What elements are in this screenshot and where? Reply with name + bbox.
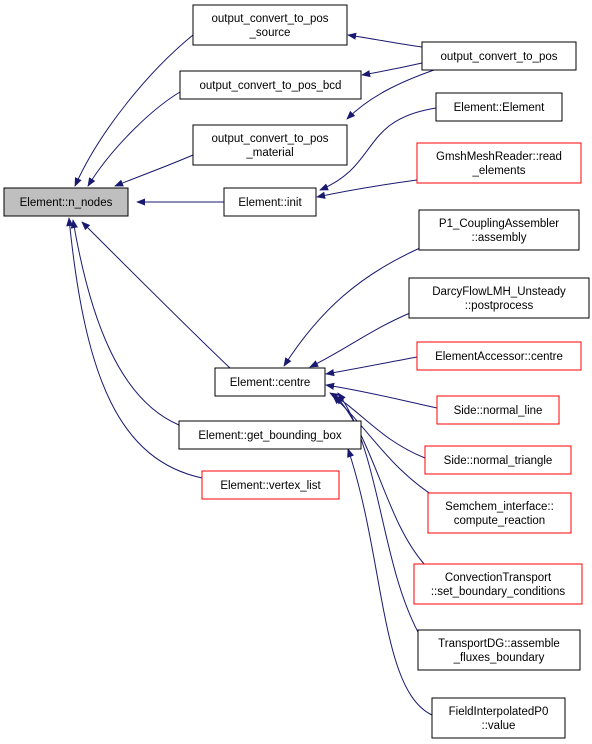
node-label-semchem-1: compute_reaction — [454, 515, 545, 527]
edge-eelem-to-einit — [319, 107, 437, 191]
edge-tdg-to-ecentre — [337, 392, 419, 633]
node-snl[interactable]: Side::normal_line — [436, 395, 560, 425]
node-label-ocps-1: _source — [249, 27, 291, 39]
node-label-p1-0: P1_CouplingAssembler — [439, 218, 559, 230]
node-snt[interactable]: Side::normal_triangle — [424, 445, 572, 475]
node-label-conv-1: ::set_boundary_conditions — [431, 586, 566, 598]
node-label-ocp-0: output_convert_to_pos — [440, 51, 557, 63]
edges-layer — [66, 32, 441, 716]
edge-gmsh-to-einit — [316, 179, 418, 199]
node-label-semchem-0: Semchem_interface:: — [445, 501, 554, 513]
node-box-conv — [413, 563, 583, 605]
node-box-fip — [431, 697, 566, 739]
node-gmsh[interactable]: GmshMeshReader::read_elements — [416, 142, 582, 184]
node-box-ecentre — [214, 367, 326, 397]
node-ocp[interactable]: output_convert_to_pos — [421, 41, 577, 71]
node-box-evl — [201, 470, 340, 500]
node-evl[interactable]: Element::vertex_list — [201, 470, 340, 500]
node-fip[interactable]: FieldInterpolatedP0::value — [431, 697, 566, 739]
node-box-ocps — [192, 4, 348, 46]
node-label-evl-0: Element::vertex_list — [220, 480, 321, 492]
edge-ocp-to-ocps — [347, 32, 423, 48]
edge-ocpm-to-root — [114, 154, 194, 187]
node-label-gmsh-1: _elements — [471, 165, 525, 177]
edge-eacc-to-ecentre — [325, 356, 418, 377]
node-box-ocp — [421, 41, 577, 71]
node-label-fip-0: FieldInterpolatedP0 — [449, 706, 549, 718]
node-eacc[interactable]: ElementAccessor::centre — [416, 341, 582, 371]
node-box-snt — [424, 445, 572, 475]
node-label-ecentre-0: Element::centre — [230, 377, 311, 389]
node-box-gmsh — [416, 142, 582, 184]
node-root[interactable]: Element::n_nodes — [3, 187, 129, 217]
node-box-darcy — [408, 277, 590, 319]
edge-ocps-to-root — [74, 34, 194, 187]
node-ocps[interactable]: output_convert_to_pos _source — [192, 4, 348, 46]
node-box-semchem — [427, 492, 572, 534]
node-box-p1 — [418, 209, 580, 251]
nodes-layer: Element::n_nodesoutput_convert_to_pos_so… — [3, 4, 590, 739]
edge-ocp-to-ocpb — [361, 62, 423, 78]
node-semchem[interactable]: Semchem_interface::compute_reaction — [427, 492, 572, 534]
node-p1[interactable]: P1_CouplingAssembler::assembly — [418, 209, 580, 251]
node-label-ocps-0: output_convert_to_pos — [211, 13, 328, 25]
node-box-eelem — [435, 92, 563, 122]
node-label-eacc-0: ElementAccessor::centre — [435, 351, 563, 363]
node-eelem[interactable]: Element::Element — [435, 92, 563, 122]
node-label-conv-0: ConvectionTransport — [445, 572, 552, 584]
node-ocpm[interactable]: output_convert_to_pos _material — [192, 124, 348, 166]
node-ecentre[interactable]: Element::centre — [214, 367, 326, 397]
edge-conv-to-ecentre — [335, 395, 426, 566]
node-label-p1-1: ::assembly — [472, 232, 527, 244]
node-label-gmsh-0: GmshMeshReader::read — [436, 151, 562, 163]
edge-ocp-to-ocpm — [346, 69, 435, 120]
node-egbb[interactable]: Element::get_bounding_box — [178, 420, 362, 450]
node-tdg[interactable]: TransportDG::assemble_fluxes_boundary — [417, 629, 581, 671]
node-box-egbb — [178, 420, 362, 450]
node-label-ocpm-1: _material — [245, 147, 293, 159]
node-label-snt-0: Side::normal_triangle — [444, 455, 553, 467]
node-label-egbb-0: Element::get_bounding_box — [198, 430, 341, 442]
node-label-snl-0: Side::normal_line — [454, 405, 543, 417]
node-label-darcy-0: DarcyFlowLMH_Unsteady — [432, 286, 566, 298]
edge-egbb-to-root — [70, 219, 180, 426]
edge-darcy-to-ecentre — [309, 312, 411, 368]
edge-ocpb-to-root — [87, 91, 181, 187]
node-box-snl — [436, 395, 560, 425]
node-label-fip-1: ::value — [482, 720, 516, 732]
node-label-eelem-0: Element::Element — [454, 102, 546, 114]
node-einit[interactable]: Element::init — [223, 187, 317, 217]
node-label-tdg-0: TransportDG::assemble — [438, 638, 560, 650]
node-label-einit-0: Element::init — [238, 197, 302, 209]
node-box-ocpb — [179, 70, 362, 100]
node-conv[interactable]: ConvectionTransport::set_boundary_condit… — [413, 563, 583, 605]
node-label-darcy-1: ::postprocess — [465, 300, 534, 312]
node-label-root-0: Element::n_nodes — [20, 197, 113, 209]
node-box-einit — [223, 187, 317, 217]
node-label-ocpm-0: output_convert_to_pos — [211, 133, 328, 145]
node-ocpb[interactable]: output_convert_to_pos_bcd — [179, 70, 362, 100]
edge-p1-to-ecentre — [283, 247, 421, 367]
edge-fip-to-egbb — [347, 448, 433, 716]
node-box-tdg — [417, 629, 581, 671]
edge-snl-to-ecentre — [325, 382, 438, 409]
edge-ecentre-to-root — [81, 221, 231, 369]
node-darcy[interactable]: DarcyFlowLMH_Unsteady::postprocess — [408, 277, 590, 319]
node-box-ocpm — [192, 124, 348, 166]
edge-evl-to-root — [66, 217, 203, 479]
node-box-eacc — [416, 341, 582, 371]
node-label-tdg-1: _fluxes_boundary — [453, 652, 545, 664]
node-box-root — [3, 187, 129, 217]
node-label-ocpb-0: output_convert_to_pos_bcd — [200, 80, 342, 92]
